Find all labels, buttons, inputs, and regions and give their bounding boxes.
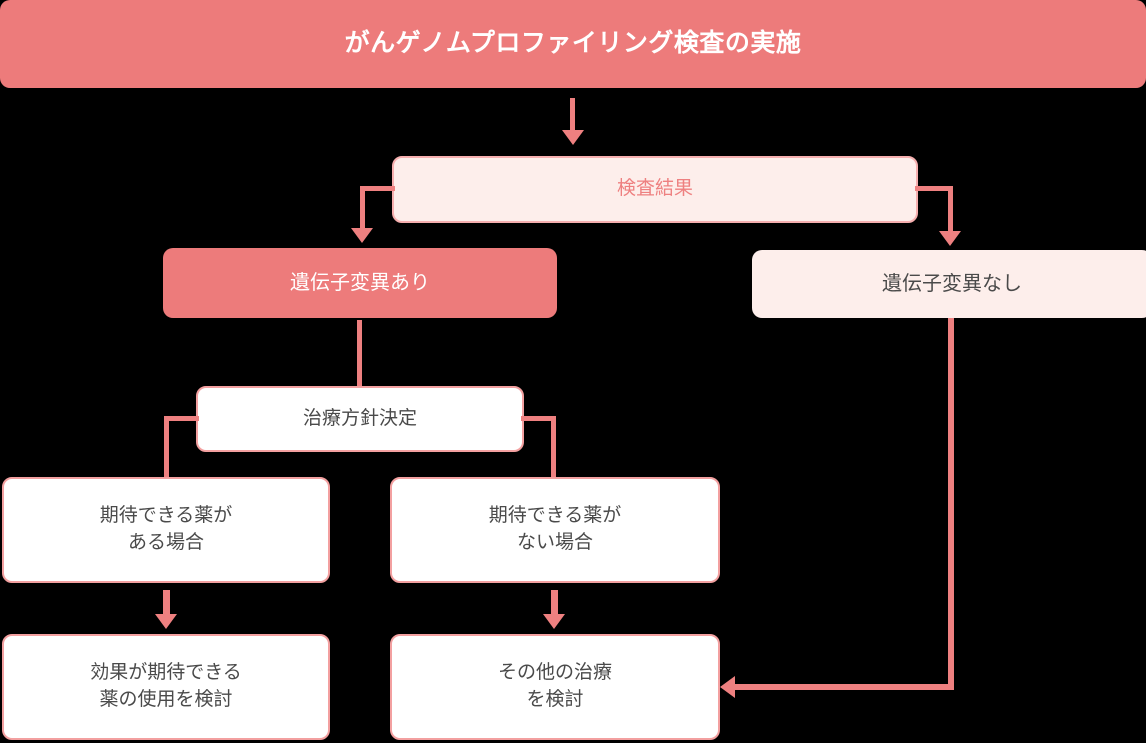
node-mutation-no: 遺伝子変異なし: [752, 250, 1146, 318]
edge-available-to-use-drug-line: [163, 590, 170, 617]
edge-result-to-yes-arrow: [351, 228, 373, 243]
edge-result-to-no-vertical: [948, 186, 953, 234]
edge-unavailable-to-other-line: [551, 590, 558, 617]
edge-yes-to-policy-line: [357, 320, 362, 386]
edge-header-to-test-result-line: [570, 98, 575, 132]
node-header-title: がんゲノムプロファイリング検査の実施: [0, 0, 1146, 88]
edge-policy-to-available-horizontal: [164, 416, 199, 421]
node-treatment-policy: 治療方針決定: [196, 386, 524, 452]
edge-no-to-other-vertical: [948, 318, 954, 689]
node-test-result: 検査結果: [392, 156, 918, 223]
edge-header-to-test-result-arrow: [562, 130, 584, 145]
edge-policy-to-available-vertical: [164, 416, 169, 477]
edge-policy-to-unavailable-horizontal: [521, 416, 556, 421]
edge-policy-to-unavailable-vertical: [551, 416, 556, 477]
edge-result-to-no-horizontal: [915, 186, 953, 191]
node-use-effective-drug: 効果が期待できる 薬の使用を検討: [2, 634, 330, 740]
edge-no-to-other-arrow: [720, 676, 735, 698]
node-other-treatment: その他の治療 を検討: [390, 634, 720, 740]
edge-result-to-yes-vertical: [360, 186, 365, 231]
node-drug-available: 期待できる薬が ある場合: [2, 477, 330, 583]
edge-no-to-other-horizontal: [735, 684, 954, 690]
edge-unavailable-to-other-arrow: [543, 614, 565, 629]
node-drug-unavailable: 期待できる薬が ない場合: [390, 477, 720, 583]
edge-result-to-yes-horizontal: [360, 186, 395, 191]
edge-result-to-no-arrow: [939, 231, 961, 246]
node-mutation-yes: 遺伝子変異あり: [163, 248, 557, 318]
edge-available-to-use-drug-arrow: [155, 614, 177, 629]
